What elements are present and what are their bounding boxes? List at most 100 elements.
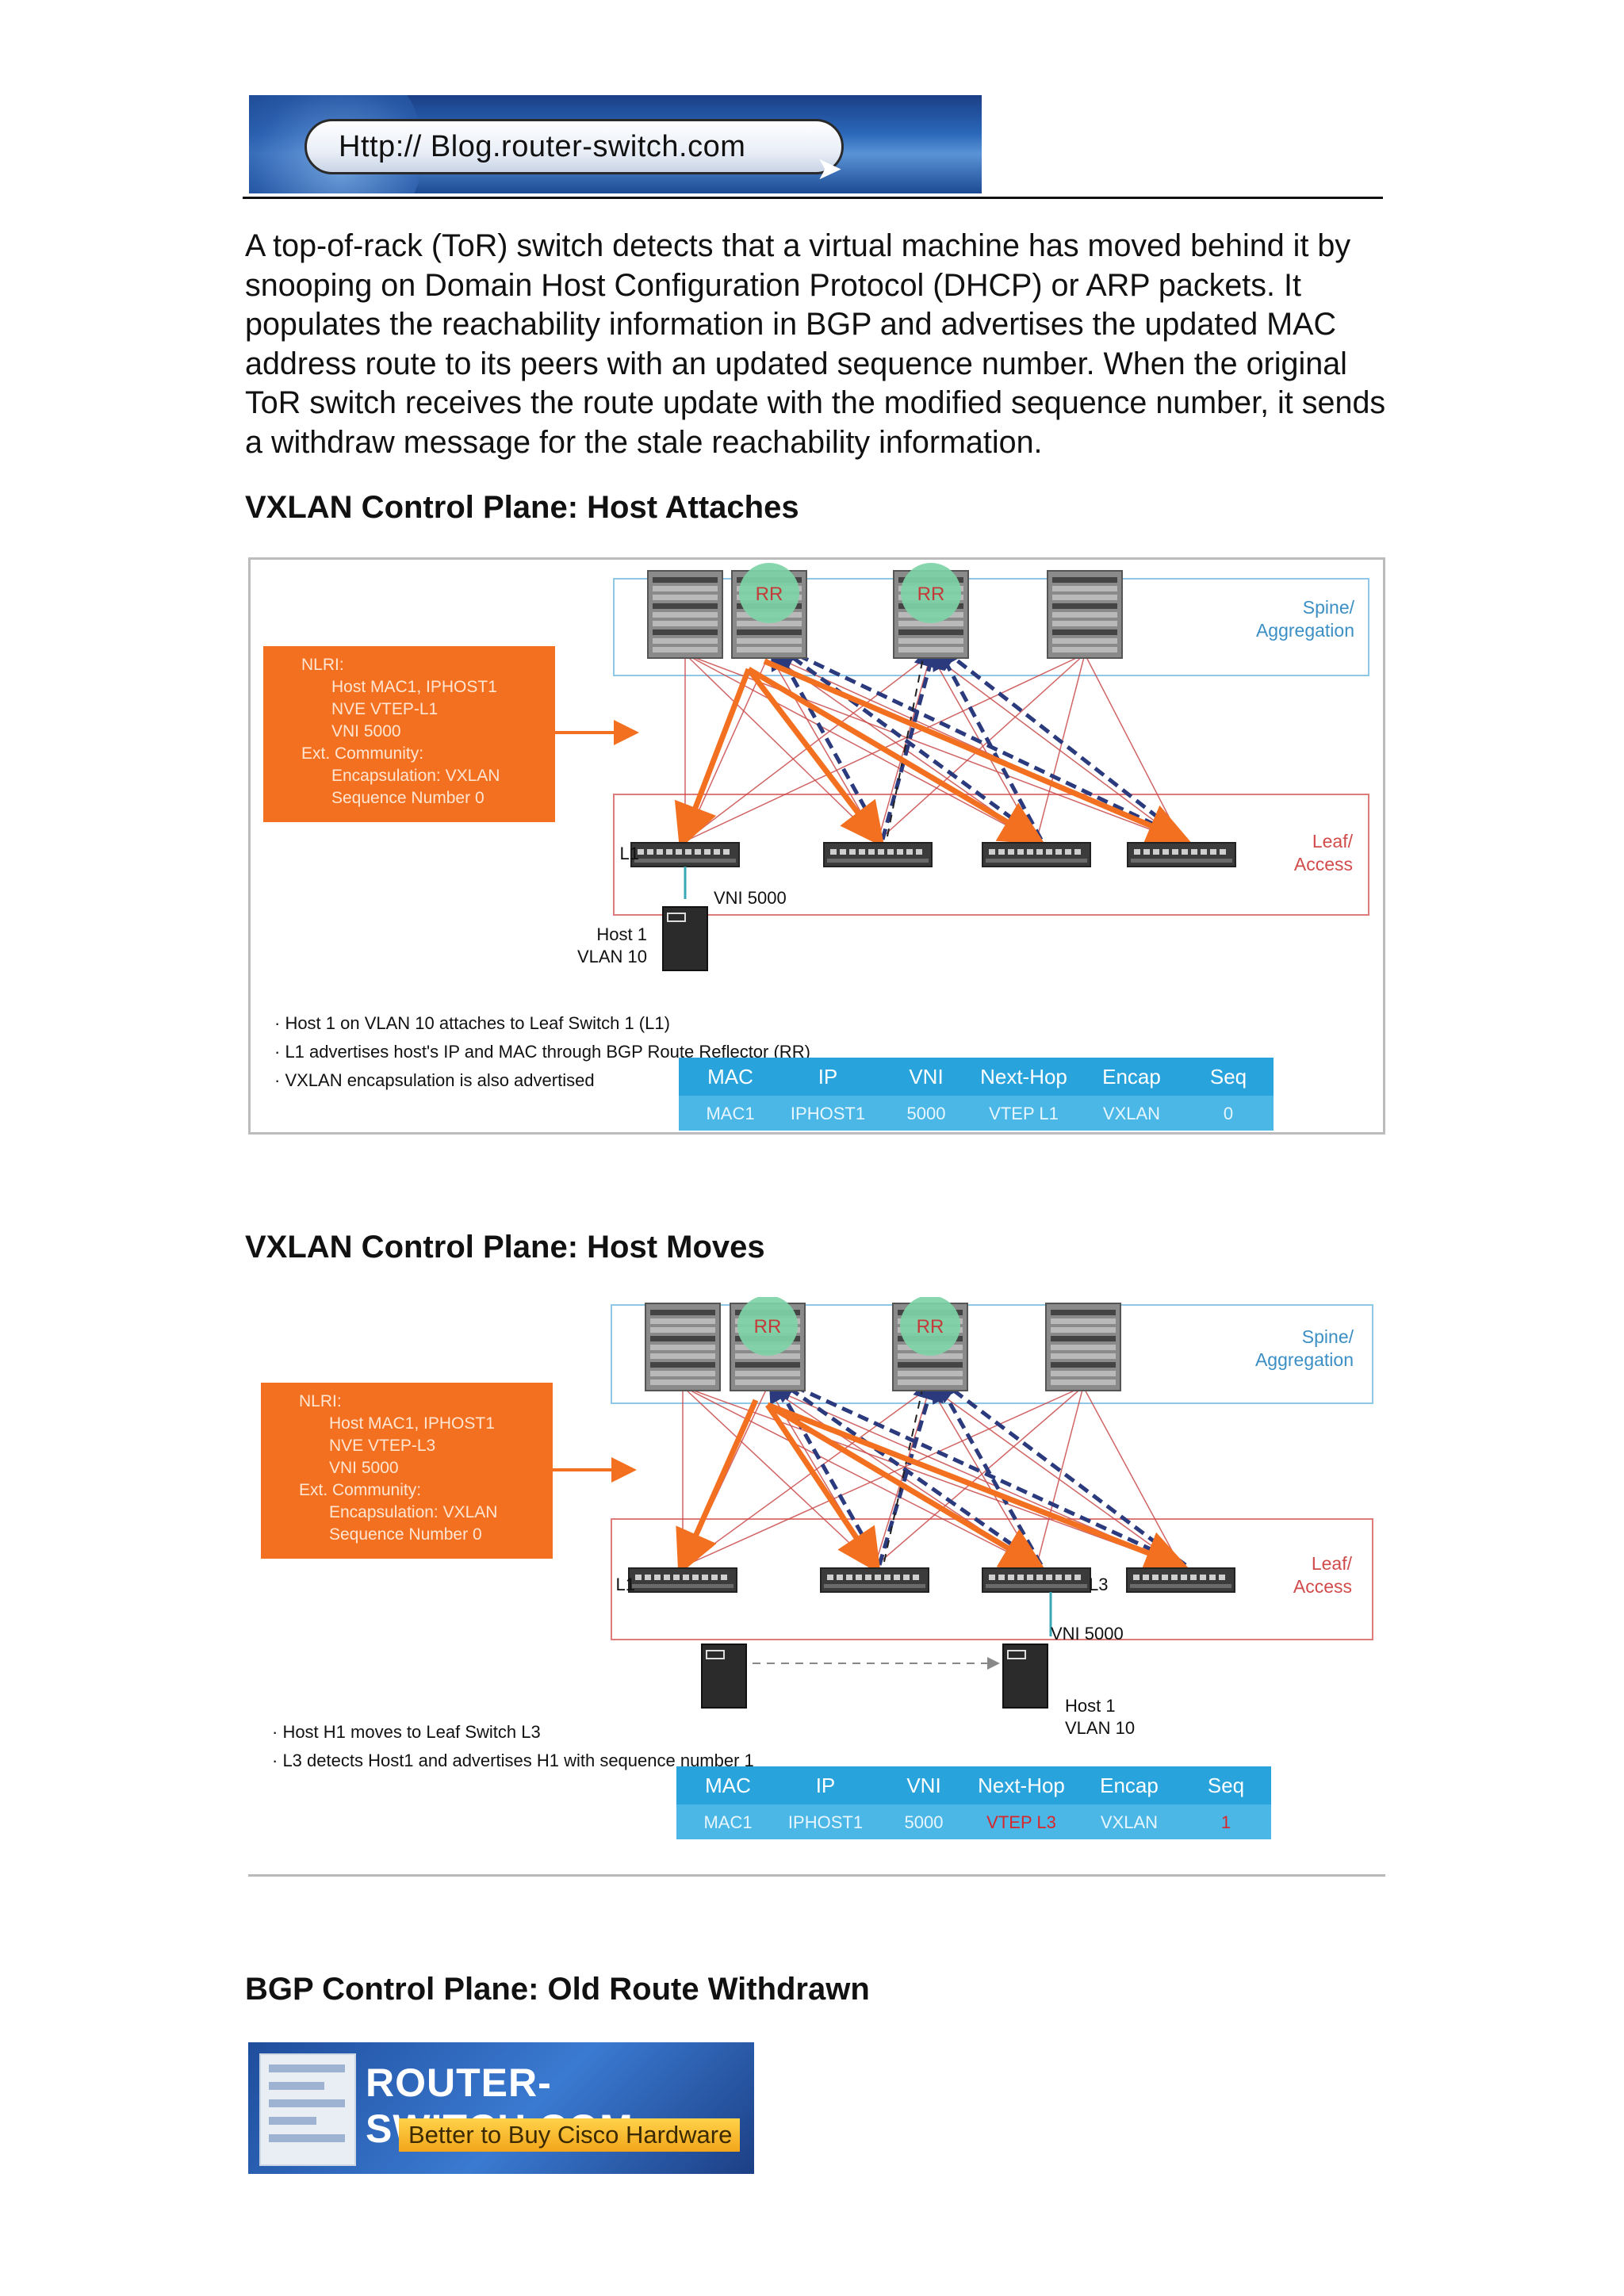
leaf-switch-port [723, 849, 730, 855]
leaf-switch-port [676, 849, 682, 855]
spine-chassis-slot [653, 629, 718, 635]
spine-chassis-slot [650, 1362, 715, 1368]
rr-chassis-slot [735, 1362, 800, 1368]
spine-chassis-slot [653, 638, 718, 644]
leaf-switch-port [1182, 849, 1188, 855]
host-label: VLAN 10 [1065, 1718, 1135, 1738]
thin-dashed-link [883, 1382, 925, 1563]
leaf-switch-trim [986, 859, 1087, 863]
intro-paragraph: A top-of-rack (ToR) switch detects that … [245, 228, 1386, 460]
cursor-icon: ➤ [816, 151, 843, 186]
leaf-switch-port [884, 1575, 891, 1580]
rr-chassis-slot [898, 1362, 963, 1368]
rr-label: RR [756, 584, 783, 605]
router-switch-ad-banner[interactable]: ROUTER-SWITCH.COM Better to Buy Cisco Ha… [248, 2042, 754, 2174]
spine-chassis-slot [653, 595, 718, 600]
spine-chassis-slot [650, 1380, 715, 1385]
host1-server-drive [667, 913, 686, 922]
leaf-switch-port [1219, 1575, 1225, 1580]
leaf-switch-port [721, 1575, 727, 1580]
host-label: Host 1 [596, 924, 647, 944]
rr-chassis-slot [737, 621, 802, 626]
leaf-switch-port [704, 849, 710, 855]
leaf-switch-port [1074, 1575, 1081, 1580]
mesh-link [877, 653, 1086, 842]
leaf-switch-port [849, 849, 856, 855]
nlri-line: VNI 5000 [329, 1459, 399, 1477]
rr-label: RR [754, 1316, 782, 1337]
leaf-switch-port [1134, 849, 1140, 855]
leaf-zone [613, 794, 1369, 916]
leaf-switch-port [1152, 1575, 1159, 1580]
leaf-switch-trim [1130, 1584, 1231, 1588]
leaf-switch-port [1055, 1575, 1062, 1580]
nlri-line: Host MAC1, IPHOST1 [329, 1414, 495, 1433]
leaf-switch-port [1065, 849, 1071, 855]
rr-chassis-slot [898, 1380, 963, 1385]
spine-chassis-slot [653, 577, 718, 583]
spine-chassis-slot [1052, 629, 1117, 635]
table-value-cell: 5000 [907, 1104, 946, 1123]
nlri-line: NLRI: [301, 656, 344, 674]
spine-chassis-slot [1051, 1362, 1116, 1368]
banner-url-text: Http:// Blog.router-switch.com [339, 129, 746, 163]
rr-badge [900, 1297, 960, 1356]
rr-chassis-slot [898, 647, 963, 652]
leaf-switch-port [846, 1575, 852, 1580]
leaf-switch-port [1036, 1575, 1043, 1580]
spine-chassis-slot [1052, 612, 1117, 618]
leaf-switch-port [856, 1575, 862, 1580]
nlri-line: NVE VTEP-L3 [329, 1437, 435, 1455]
table-header-cell: Next-Hop [980, 1065, 1067, 1089]
nlri-line: Encapsulation: VXLAN [331, 767, 500, 785]
table-value-cell: MAC1 [706, 1104, 754, 1123]
leaf-switch-port [1200, 1575, 1206, 1580]
leaf-zone-label: Access [1294, 854, 1353, 874]
website-screenshot-thumbnail [259, 2053, 356, 2166]
rr-badge [737, 1297, 798, 1356]
leaf-switch-port [906, 849, 913, 855]
rr-badge [901, 563, 961, 623]
table-header-cell: Next-Hop [978, 1774, 1065, 1797]
nlri-line: Encapsulation: VXLAN [329, 1503, 497, 1521]
rr-chassis-slot [735, 1353, 800, 1359]
leaf-switch-port [903, 1575, 910, 1580]
leaf-switch-trim [634, 859, 736, 863]
leaf-switch-port [868, 849, 875, 855]
nlri-box [261, 1383, 553, 1559]
nlri-line: Ext. Community: [299, 1481, 421, 1499]
spine-chassis-slot [653, 586, 718, 591]
leaf-switch-port [702, 1575, 708, 1580]
leaf-switch-trim [986, 1584, 1087, 1588]
table-header-cell: VNI [906, 1774, 940, 1797]
bullet-point: · L3 detects Host1 and advertises H1 wit… [272, 1751, 754, 1770]
leaf-switch-port [916, 849, 922, 855]
leaf-switch-port [837, 1575, 843, 1580]
bullet-point: · Host H1 moves to Leaf Switch L3 [272, 1722, 541, 1742]
leaf-name: L3 [1089, 1575, 1108, 1594]
leaf-switch-port [998, 1575, 1005, 1580]
leaf-switch-port [664, 1575, 670, 1580]
table-value-cell: IPHOST1 [788, 1812, 863, 1832]
leaf-switch-port [1162, 849, 1169, 855]
leaf-switch-port [897, 849, 903, 855]
leaf-switch-port [1065, 1575, 1071, 1580]
nlri-line: Sequence Number 0 [329, 1525, 482, 1544]
leaf-switch-port [673, 1575, 680, 1580]
nlri-box [263, 646, 555, 822]
banner-url-pill: Http:// Blog.router-switch.com [304, 119, 844, 174]
rr-dashed-link [767, 639, 1043, 842]
orange-update-arrow [674, 668, 752, 850]
leaf-switch-port [859, 849, 865, 855]
route-table-header [676, 1766, 1271, 1804]
spine-chassis-slot [1051, 1310, 1116, 1315]
rr-chassis-slot [898, 621, 963, 626]
leaf-switch-port [1036, 849, 1043, 855]
spine-zone-label: Spine/ [1303, 597, 1355, 618]
leaf-switch-port [711, 1575, 718, 1580]
leaf-switch-port [1008, 849, 1014, 855]
leaf-switch-port [1143, 1575, 1149, 1580]
mesh-link [682, 1386, 931, 1567]
leaf-switch-trim [1131, 859, 1232, 863]
